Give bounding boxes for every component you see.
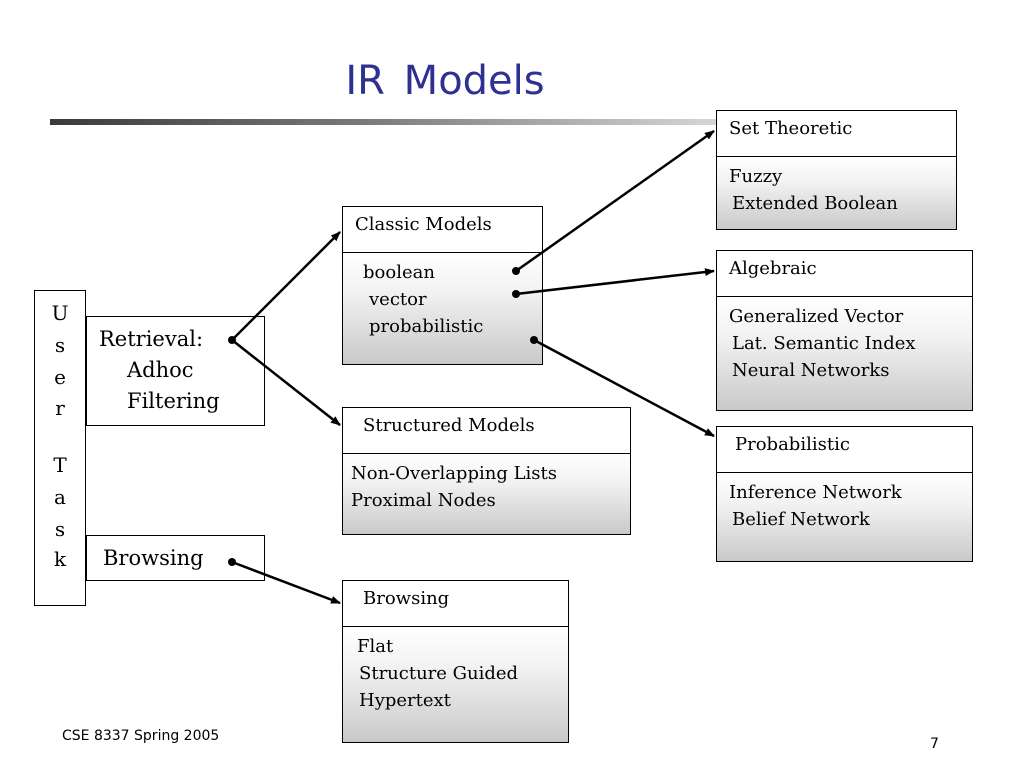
slide-title: IR Models: [345, 58, 545, 104]
title-divider: [50, 119, 950, 125]
user-task-letter: k: [53, 547, 67, 571]
algebraic-item-generalized-vector: Generalized Vector: [729, 306, 904, 327]
probabilistic-box: Probabilistic Inference Network Belief N…: [716, 426, 973, 562]
connector-dot: [228, 336, 236, 344]
structured-models-title: Structured Models: [343, 408, 630, 454]
user-task-box: U s e r T a s k: [34, 290, 86, 606]
set-theoretic-body: Fuzzy Extended Boolean: [717, 157, 956, 229]
browsing-models-box: Browsing Flat Structure Guided Hypertext: [342, 580, 569, 743]
algebraic-item-neural-networks: Neural Networks: [732, 360, 890, 381]
classic-item-probabilistic: probabilistic: [369, 316, 484, 337]
arrow-browsing-to-browsing-models: [231, 560, 341, 605]
browsing-task-box: Browsing: [86, 535, 265, 581]
connector-dot: [530, 336, 538, 344]
connector-dot: [512, 267, 520, 275]
probabilistic-title: Probabilistic: [717, 427, 972, 473]
set-theoretic-title: Set Theoretic: [717, 111, 956, 157]
browsing-item-flat: Flat: [357, 636, 394, 657]
arrow-boolean-to-set-theoretic: [515, 129, 715, 273]
structured-item-non-overlapping: Non-Overlapping Lists: [351, 463, 557, 484]
browsing-item-structure-guided: Structure Guided: [359, 663, 519, 684]
retrieval-task-box: Retrieval: Adhoc Filtering: [86, 316, 265, 426]
set-item-fuzzy: Fuzzy: [729, 166, 783, 187]
structured-models-box: Structured Models Non-Overlapping Lists …: [342, 407, 631, 535]
browsing-task-label: Browsing: [103, 546, 204, 570]
retrieval-item-adhoc: Adhoc: [127, 358, 194, 382]
arrow-vector-to-algebraic: [515, 268, 715, 296]
algebraic-item-lsi: Lat. Semantic Index: [732, 333, 916, 354]
structured-models-body: Non-Overlapping Lists Proximal Nodes: [343, 454, 630, 534]
retrieval-label: Retrieval:: [99, 327, 204, 351]
user-task-letter: e: [54, 365, 66, 389]
probabilistic-item-inference-network: Inference Network: [729, 482, 902, 503]
user-task-letter: r: [55, 396, 65, 420]
user-task-letter: s: [54, 333, 66, 357]
arrow-probabilistic-to-probabilistic: [533, 338, 715, 438]
retrieval-item-filtering: Filtering: [127, 389, 220, 413]
classic-item-boolean: boolean: [363, 262, 435, 283]
algebraic-title: Algebraic: [717, 251, 972, 297]
algebraic-box: Algebraic Generalized Vector Lat. Semant…: [716, 250, 973, 411]
connector-dot: [228, 558, 236, 566]
user-task-letter: a: [54, 485, 66, 509]
user-task-letter: U: [51, 301, 69, 325]
probabilistic-body: Inference Network Belief Network: [717, 473, 972, 561]
probabilistic-item-belief-network: Belief Network: [732, 509, 870, 530]
browsing-item-hypertext: Hypertext: [359, 690, 451, 711]
page-number: 7: [930, 736, 939, 752]
classic-models-title: Classic Models: [343, 207, 542, 253]
classic-item-vector: vector: [369, 289, 427, 310]
classic-models-body: boolean vector probabilistic: [343, 253, 542, 364]
user-task-letter: s: [54, 517, 66, 541]
set-item-extended-boolean: Extended Boolean: [732, 193, 898, 214]
browsing-models-body: Flat Structure Guided Hypertext: [343, 627, 568, 742]
user-task-letter: T: [53, 453, 67, 477]
connector-dot: [512, 290, 520, 298]
classic-models-box: Classic Models boolean vector probabilis…: [342, 206, 543, 365]
structured-item-proximal: Proximal Nodes: [351, 490, 496, 511]
arrow-retrieval-to-classic: [231, 231, 341, 341]
arrow-retrieval-to-structured: [231, 339, 341, 426]
set-theoretic-box: Set Theoretic Fuzzy Extended Boolean: [716, 110, 957, 230]
footer-course-label: CSE 8337 Spring 2005: [62, 728, 220, 744]
algebraic-body: Generalized Vector Lat. Semantic Index N…: [717, 297, 972, 410]
browsing-models-title: Browsing: [343, 581, 568, 627]
